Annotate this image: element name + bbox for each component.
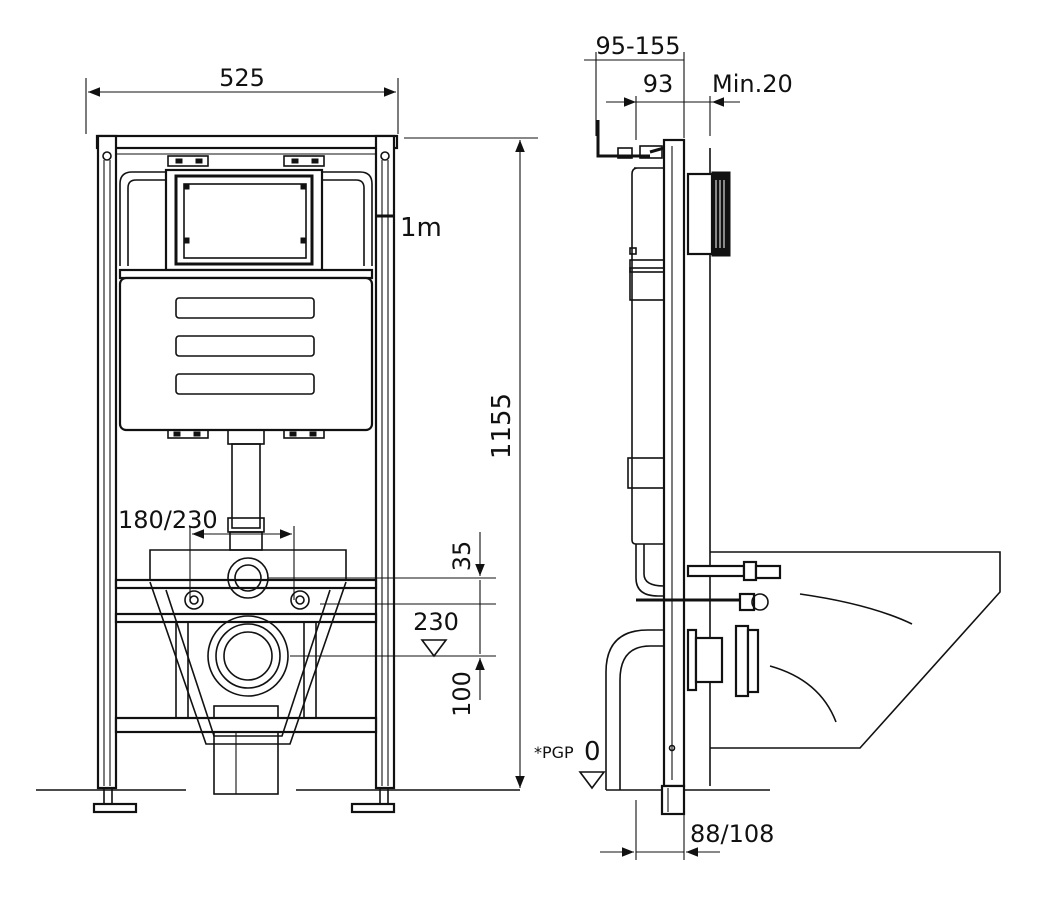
pgp-zero-label: 0 (584, 737, 601, 767)
frame-top-bar (95, 134, 399, 150)
service-opening (164, 168, 324, 272)
water-inlet (227, 557, 269, 599)
h100-label: 100 (448, 671, 476, 717)
frame-foot-right (350, 802, 396, 814)
level-triangle-icon (420, 639, 448, 658)
frame-right-post (374, 134, 396, 790)
waste-outlet (207, 615, 289, 697)
pgp-reference: *PGP 0 (534, 737, 606, 790)
pgp-label: *PGP (534, 743, 574, 762)
foot-label: 88/108 (690, 820, 774, 848)
cistern-body (118, 268, 374, 439)
spacing-label: 180/230 (118, 506, 218, 534)
spacing-dimension: 180/230 (118, 506, 295, 600)
pan-connection (149, 557, 347, 795)
top-dimensions: 95-155 93 Min.20 (584, 32, 793, 140)
h230-label: 230 (413, 608, 459, 636)
vertical-dimensions: 35 230 100 (268, 532, 496, 717)
side-connectors (636, 560, 782, 698)
side-frame-post (662, 138, 686, 788)
min-label: Min.20 (712, 70, 793, 98)
flush-pipe (149, 429, 347, 581)
cross-bar-middle (114, 612, 378, 624)
side-frame-foot (660, 784, 686, 816)
flush-plate-side (686, 171, 731, 257)
side-view: 1155 *PGP 0 95-155 93 Min.20 (404, 32, 1001, 860)
top-range-label: 95-155 (595, 32, 680, 60)
toilet-pan (710, 551, 1001, 749)
pgp-triangle-icon (578, 771, 606, 790)
height-label: 1155 (487, 393, 517, 459)
cable-label: 1m (400, 213, 442, 243)
frame-foot-left (92, 802, 138, 814)
wall-bracket (596, 120, 665, 159)
actuator-cable: 1m (376, 213, 442, 243)
side-waste-bend (605, 629, 664, 790)
front-view: 525 (36, 64, 520, 814)
width-dimension: 525 (85, 64, 399, 134)
frame-structure (92, 134, 399, 814)
foot-dimension: 88/108 (600, 800, 774, 860)
waste-pipe (213, 731, 279, 795)
frame-left-post (96, 134, 118, 790)
side-cistern (627, 167, 665, 597)
depth-label: 93 (643, 70, 674, 98)
cross-bar-lower (114, 716, 378, 734)
h35-label: 35 (448, 541, 476, 572)
cross-bar-upper (114, 578, 378, 590)
width-label: 525 (219, 64, 265, 92)
height-dimension: 1155 (404, 137, 538, 788)
